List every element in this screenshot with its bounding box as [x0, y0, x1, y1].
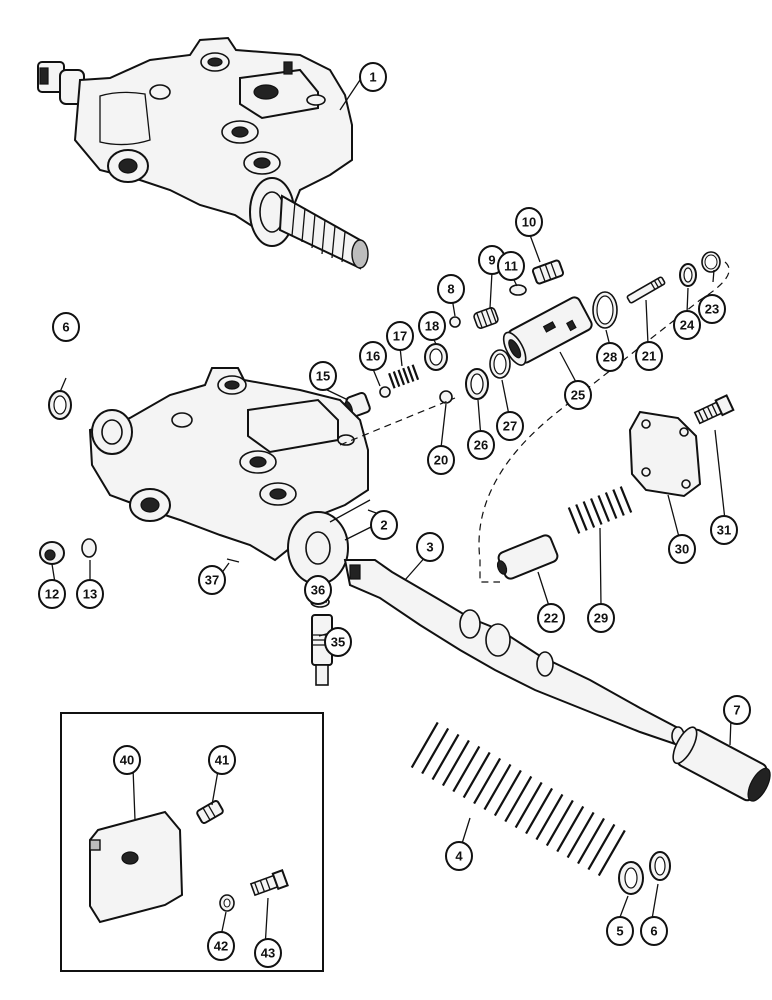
callout-label-23: 23	[705, 302, 719, 317]
callout-label-27: 27	[503, 419, 517, 434]
roll-pin-drawing	[226, 558, 240, 563]
callout-label-5: 5	[616, 924, 623, 939]
callout-label-26: 26	[474, 438, 488, 453]
callout-label-15: 15	[316, 369, 330, 384]
callout-circle-13	[76, 579, 104, 609]
callout-circle-1	[359, 62, 387, 92]
callout-label-31: 31	[717, 523, 731, 538]
callout-circle-8	[437, 274, 465, 304]
seal-and-ball-parts	[344, 251, 721, 418]
callout-label-24: 24	[680, 318, 695, 333]
valve-body-drawing	[88, 367, 376, 585]
callout-circle-7	[723, 695, 751, 725]
callout-label-6: 6	[62, 320, 69, 335]
plug-and-oring-drawing	[39, 538, 97, 565]
callout-label-6: 6	[650, 924, 657, 939]
callout-label-12: 12	[45, 587, 59, 602]
callout-circle-36	[304, 575, 332, 605]
callout-circle-37	[198, 565, 226, 595]
callout-circle-28	[596, 342, 624, 372]
callout-label-3: 3	[426, 540, 433, 555]
spool-shaft-drawing	[343, 559, 685, 747]
callout-label-1: 1	[369, 70, 376, 85]
callout-circle-5	[606, 916, 634, 946]
return-spring-drawing	[410, 721, 626, 877]
callout-label-29: 29	[594, 611, 608, 626]
callout-circle-35	[324, 627, 352, 657]
callout-circle-22	[537, 603, 565, 633]
callout-label-21: 21	[642, 349, 656, 364]
callout-label-20: 20	[434, 453, 448, 468]
callout-circle-20	[427, 445, 455, 475]
callout-circle-42	[207, 931, 235, 961]
callout-label-11: 11	[504, 259, 518, 274]
callout-circle-30	[668, 534, 696, 564]
callout-circle-4	[445, 841, 473, 871]
callout-circle-41	[208, 745, 236, 775]
callout-circle-26	[467, 430, 495, 460]
callout-label-17: 17	[393, 329, 407, 344]
callout-circle-29	[587, 603, 615, 633]
callout-label-4: 4	[455, 849, 463, 864]
callout-circle-31	[710, 515, 738, 545]
callout-circle-10	[515, 207, 543, 237]
callout-label-10: 10	[522, 215, 536, 230]
callout-label-7: 7	[733, 703, 740, 718]
callout-label-13: 13	[83, 587, 97, 602]
callout-label-30: 30	[675, 542, 689, 557]
callout-circle-2	[370, 510, 398, 540]
callout-label-42: 42	[214, 939, 228, 954]
callout-label-43: 43	[261, 946, 275, 961]
callout-circle-3	[416, 532, 444, 562]
callout-circle-16	[359, 341, 387, 371]
callout-label-35: 35	[331, 635, 345, 650]
callout-label-25: 25	[571, 388, 585, 403]
callout-circle-11	[497, 251, 525, 281]
detent-parts-drawing	[496, 394, 735, 580]
callout-circle-43	[254, 938, 282, 968]
callout-label-37: 37	[205, 573, 219, 588]
callout-circle-21	[635, 341, 663, 371]
callout-label-18: 18	[425, 319, 439, 334]
callout-label-28: 28	[603, 350, 617, 365]
sleeve-drawing	[672, 726, 771, 802]
inset-panel	[60, 712, 324, 972]
valve-assembly-drawing	[37, 36, 369, 270]
callout-circle-17	[386, 321, 414, 351]
callout-label-36: 36	[311, 583, 325, 598]
callout-label-41: 41	[215, 753, 229, 768]
callout-circle-6	[52, 312, 80, 342]
dashed-leader-lines	[339, 261, 730, 583]
callout-label-16: 16	[366, 349, 380, 364]
callout-circle-40	[113, 745, 141, 775]
callout-circle-18	[418, 311, 446, 341]
callout-circle-27	[496, 411, 524, 441]
callout-label-9: 9	[488, 253, 495, 268]
callout-circle-25	[564, 380, 592, 410]
callout-circle-12	[38, 579, 66, 609]
callout-circle-15	[309, 361, 337, 391]
callout-circle-23	[698, 294, 726, 324]
callout-label-40: 40	[120, 753, 134, 768]
callout-circle-6	[640, 916, 668, 946]
callout-label-2: 2	[380, 518, 387, 533]
callout-label-22: 22	[544, 611, 558, 626]
callout-circle-24	[673, 310, 701, 340]
callout-leaders	[51, 79, 732, 949]
callout-label-8: 8	[447, 282, 454, 297]
